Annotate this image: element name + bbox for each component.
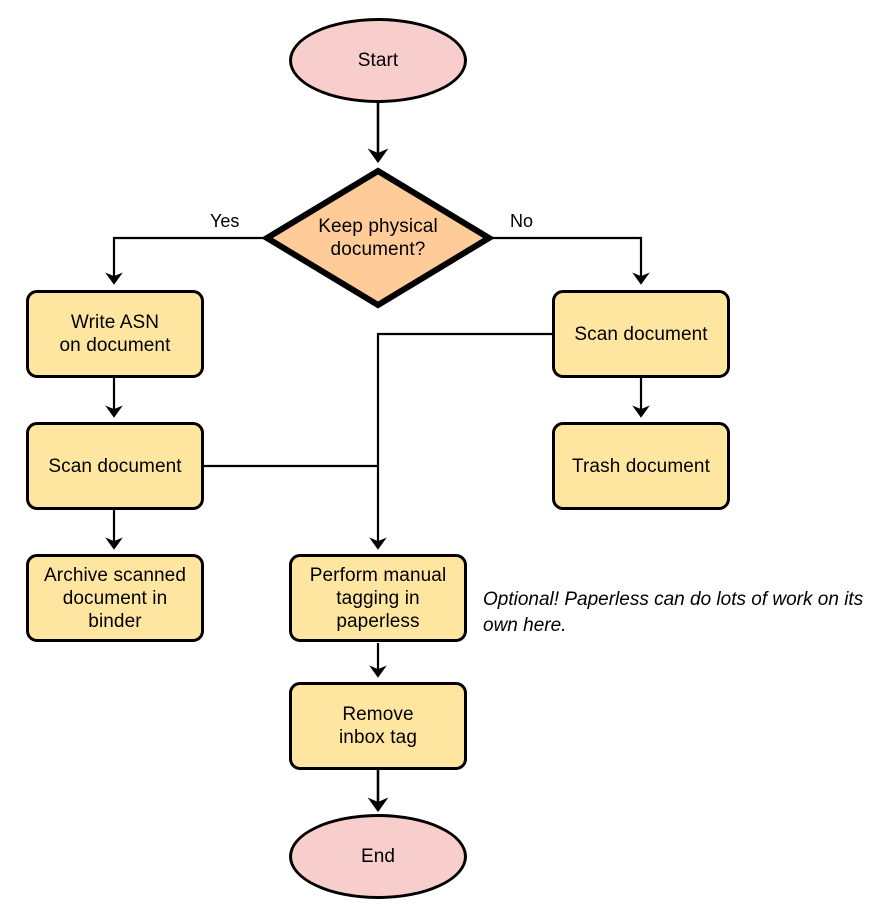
- node-remove-inbox-tag[interactable]: Remove inbox tag: [289, 682, 467, 770]
- node-scan-document-left-label: Scan document: [48, 455, 182, 477]
- node-archive-document[interactable]: Archive scanned document in binder: [26, 554, 204, 642]
- node-scan-document-right-label: Scan document: [574, 323, 708, 345]
- node-remove-inbox-tag-label: Remove inbox tag: [338, 704, 417, 748]
- edge-label-no: No: [510, 211, 534, 231]
- node-end[interactable]: End: [289, 814, 467, 899]
- node-start[interactable]: Start: [289, 18, 467, 103]
- node-trash-document[interactable]: Trash document: [552, 422, 730, 510]
- annotation-optional-note: Optional! Paperless can do lots of work …: [483, 589, 864, 636]
- node-decision-label: Keep physical document?: [318, 216, 438, 260]
- edge-decision-no-to-scan-right: [490, 236, 650, 285]
- node-manual-tagging[interactable]: Perform manual tagging in paperless: [289, 554, 467, 642]
- edge-decision-yes-to-write-asn: [105, 236, 265, 285]
- diamond-shape: [263, 167, 493, 309]
- node-scan-document-right[interactable]: Scan document: [552, 290, 730, 378]
- node-write-asn[interactable]: Write ASN on document: [26, 290, 204, 378]
- node-start-label: Start: [357, 50, 399, 71]
- node-write-asn-label: Write ASN on document: [59, 312, 171, 356]
- node-manual-tagging-label: Perform manual tagging in paperless: [309, 564, 447, 632]
- edge-scan-right-to-manual-tag: [369, 332, 552, 550]
- node-scan-document-left[interactable]: Scan document: [26, 422, 204, 510]
- node-archive-document-label: Archive scanned document in binder: [44, 564, 186, 632]
- node-end-label: End: [360, 846, 396, 867]
- edge-label-yes: Yes: [210, 211, 240, 231]
- node-trash-document-label: Trash document: [572, 455, 710, 477]
- node-decision-keep-physical-document[interactable]: Keep physical document?: [263, 167, 493, 309]
